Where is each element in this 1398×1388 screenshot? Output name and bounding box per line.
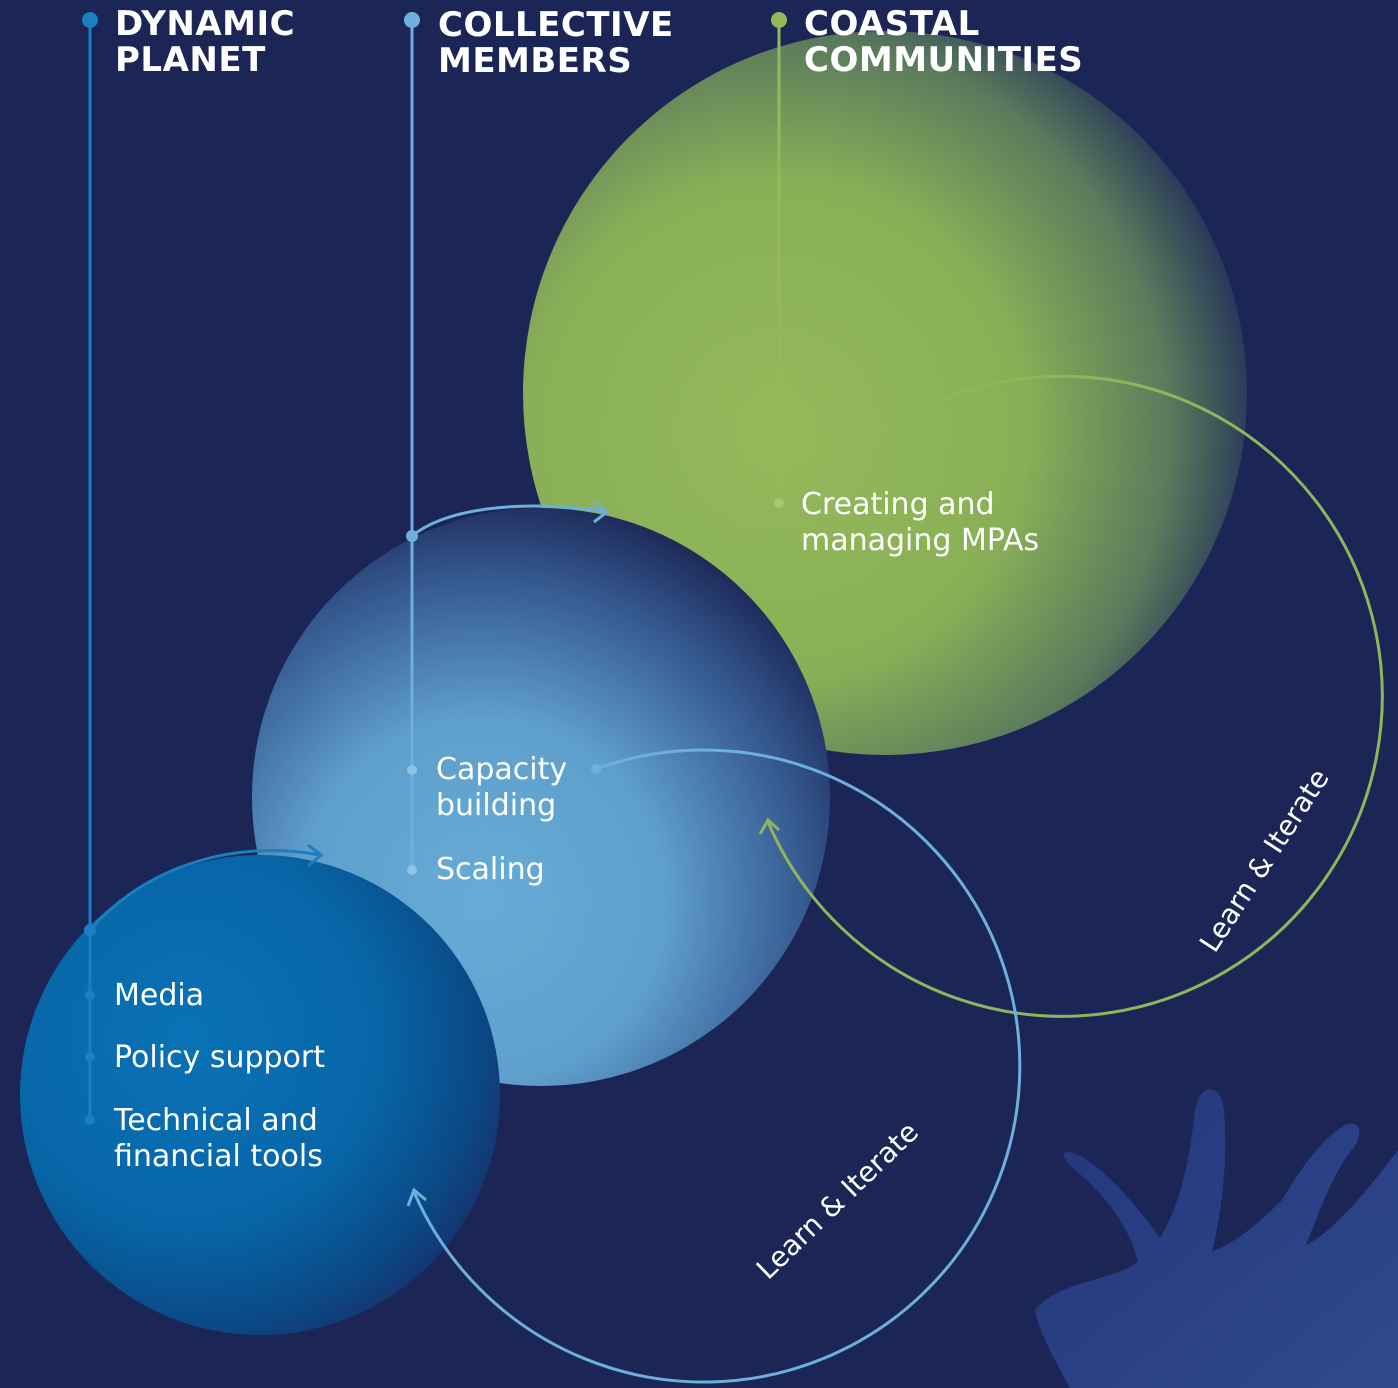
item-capacity-line1: Capacity xyxy=(436,752,568,787)
item-creating-managing-mpas: Creating and managing MPAs xyxy=(801,487,1039,559)
lower-loop-start-dot xyxy=(591,764,601,774)
arrowhead-collective-to-coastal xyxy=(593,500,610,524)
coastal-communities-top-dot xyxy=(771,12,787,28)
upper-learn-iterate-loop xyxy=(766,374,1384,1018)
collective-members-junction-dot xyxy=(406,530,418,542)
coastal-communities-heading: COASTAL COMMUNITIES xyxy=(804,6,1083,78)
upper-loop-start-dot xyxy=(831,465,841,475)
scaling-bullet xyxy=(407,865,417,875)
lower-loop-arrowhead xyxy=(406,1187,427,1207)
coral-decoration xyxy=(1035,1089,1398,1388)
lower-learn-iterate-loop xyxy=(412,748,1022,1384)
media-bullet xyxy=(85,990,95,1000)
dynamic-planet-heading-line2: PLANET xyxy=(115,40,266,80)
technical-tools-bullet xyxy=(85,1115,95,1125)
item-scaling: Scaling xyxy=(436,852,545,888)
upper-loop-arrowhead xyxy=(758,817,781,835)
policy-support-bullet xyxy=(85,1052,95,1062)
item-technical-line1: Technical and xyxy=(114,1103,318,1138)
item-mpas-line1: Creating and xyxy=(801,487,995,522)
item-media-text: Media xyxy=(114,978,205,1013)
mpas-bullet xyxy=(774,498,784,508)
dynamic-planet-junction-dot xyxy=(84,924,96,936)
collective-members-top-dot xyxy=(404,12,420,28)
item-policy-support: Policy support xyxy=(114,1040,325,1076)
arrow-collective-to-coastal xyxy=(411,504,607,538)
coastal-communities-heading-line1: COASTAL xyxy=(804,4,980,44)
collective-members-heading-line1: COLLECTIVE xyxy=(438,5,674,45)
coastal-communities-heading-line2: COMMUNITIES xyxy=(804,40,1084,80)
item-capacity-building: Capacity building xyxy=(436,752,567,824)
dynamic-planet-top-dot xyxy=(82,12,98,28)
collective-members-heading: COLLECTIVE MEMBERS xyxy=(438,7,674,79)
item-media: Media xyxy=(114,978,204,1014)
item-scaling-text: Scaling xyxy=(436,852,545,887)
dynamic-planet-circle xyxy=(20,855,500,1335)
arrow-dynamic-to-collective xyxy=(88,849,321,931)
dynamic-planet-heading: DYNAMIC PLANET xyxy=(115,6,295,78)
item-capacity-line2: building xyxy=(436,788,557,823)
item-mpas-line2: managing MPAs xyxy=(801,523,1040,558)
item-technical-line2: financial tools xyxy=(114,1139,323,1174)
dynamic-planet-heading-line1: DYNAMIC xyxy=(115,4,296,44)
item-policy-support-text: Policy support xyxy=(114,1040,326,1075)
item-technical-financial-tools: Technical and financial tools xyxy=(114,1103,323,1175)
capacity-building-bullet xyxy=(407,765,417,775)
arrowhead-dynamic-to-collective xyxy=(307,843,324,868)
collective-members-heading-line2: MEMBERS xyxy=(438,41,633,81)
